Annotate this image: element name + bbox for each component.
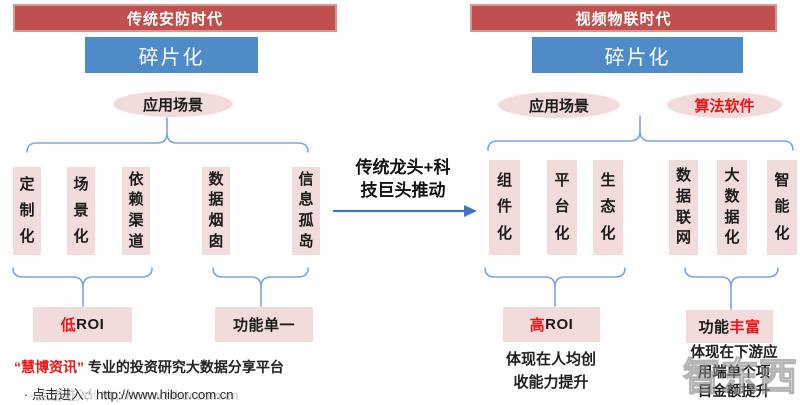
right-algorithm-oval: 算法软件 <box>667 92 782 118</box>
factor-scene: 场景化 <box>67 167 95 255</box>
right-era-banner: 视频物联时代 <box>470 4 777 32</box>
brace-left-top <box>26 117 309 153</box>
brace-right-top <box>487 115 794 151</box>
factor-component: 组件化 <box>489 160 520 255</box>
roi-rest: ROI <box>545 316 574 333</box>
brand-name: “慧博资讯” <box>14 359 84 375</box>
transition-arrow-head <box>464 205 477 217</box>
func-prefix: 功能 <box>698 319 730 336</box>
brace-right-bottom-roi <box>484 267 626 307</box>
factor-label: 定制化 <box>19 175 35 246</box>
factor-label: 数据烟囱 <box>208 170 224 250</box>
factor-info-island: 信息孤岛 <box>292 167 320 255</box>
factor-label: 平台化 <box>554 172 570 242</box>
factor-label: 信息孤岛 <box>298 170 314 250</box>
brand-tagline: 专业的投资研究大数据分享平台 <box>87 359 284 375</box>
brace-right-bottom-func <box>684 267 779 310</box>
footer-tagline: “慧博资讯” 专业的投资研究大数据分享平台 <box>14 357 284 377</box>
factor-ecosystem: 生态化 <box>593 160 623 255</box>
factor-label: 场景化 <box>73 175 89 246</box>
factor-label: 生态化 <box>600 172 616 242</box>
factor-intelligent: 智能化 <box>767 160 797 255</box>
left-era-banner: 传统安防时代 <box>13 4 337 32</box>
roi-rest: ROI <box>76 316 105 333</box>
factor-label: 数据联网 <box>675 167 691 247</box>
left-function-result: 功能单一 <box>215 307 313 342</box>
factor-custom: 定制化 <box>13 167 41 255</box>
roi-highlight: 高 <box>529 317 546 334</box>
roi-note: 体现在人均创 收能力提升 <box>505 351 596 391</box>
left-trait-box: 碎片化 <box>85 37 258 73</box>
factor-label: 组件化 <box>496 172 512 242</box>
site-url[interactable]: http://www.hibor.com.cn <box>96 387 234 402</box>
factor-platform: 平台化 <box>547 160 577 255</box>
factor-data-network: 数据联网 <box>669 160 698 255</box>
factor-label: 依赖渠道 <box>128 170 144 250</box>
brace-left-bottom-func <box>212 267 309 307</box>
function-note: 体现在下游应 用端单个项 目金额提升 <box>690 345 778 401</box>
right-scene-oval: 应用场景 <box>498 92 620 118</box>
factor-label: 智能化 <box>774 172 790 242</box>
footer-link-row: · 点击进入☝ http://www.hibor.com.cn <box>24 384 233 403</box>
bullet: · <box>24 387 29 402</box>
factor-label: 大数据化 <box>724 167 740 247</box>
hand-cursor-icon: ☝ <box>83 386 93 402</box>
func-highlight: 丰富 <box>729 319 761 336</box>
brace-left-bottom-roi <box>12 267 153 307</box>
right-trait-box: 碎片化 <box>532 37 743 73</box>
right-function-result: 功能丰富 <box>686 310 773 343</box>
factor-data-silo: 数据烟囱 <box>202 167 230 255</box>
transition-driver-text: 传统龙头+科 技巨头推动 <box>355 158 451 200</box>
factor-big-data: 大数据化 <box>717 160 747 255</box>
link-label: 点击进入 <box>31 387 84 402</box>
factor-channel: 依赖渠道 <box>122 167 150 255</box>
left-scene-oval: 应用场景 <box>113 91 233 117</box>
roi-highlight: 低 <box>60 317 77 334</box>
